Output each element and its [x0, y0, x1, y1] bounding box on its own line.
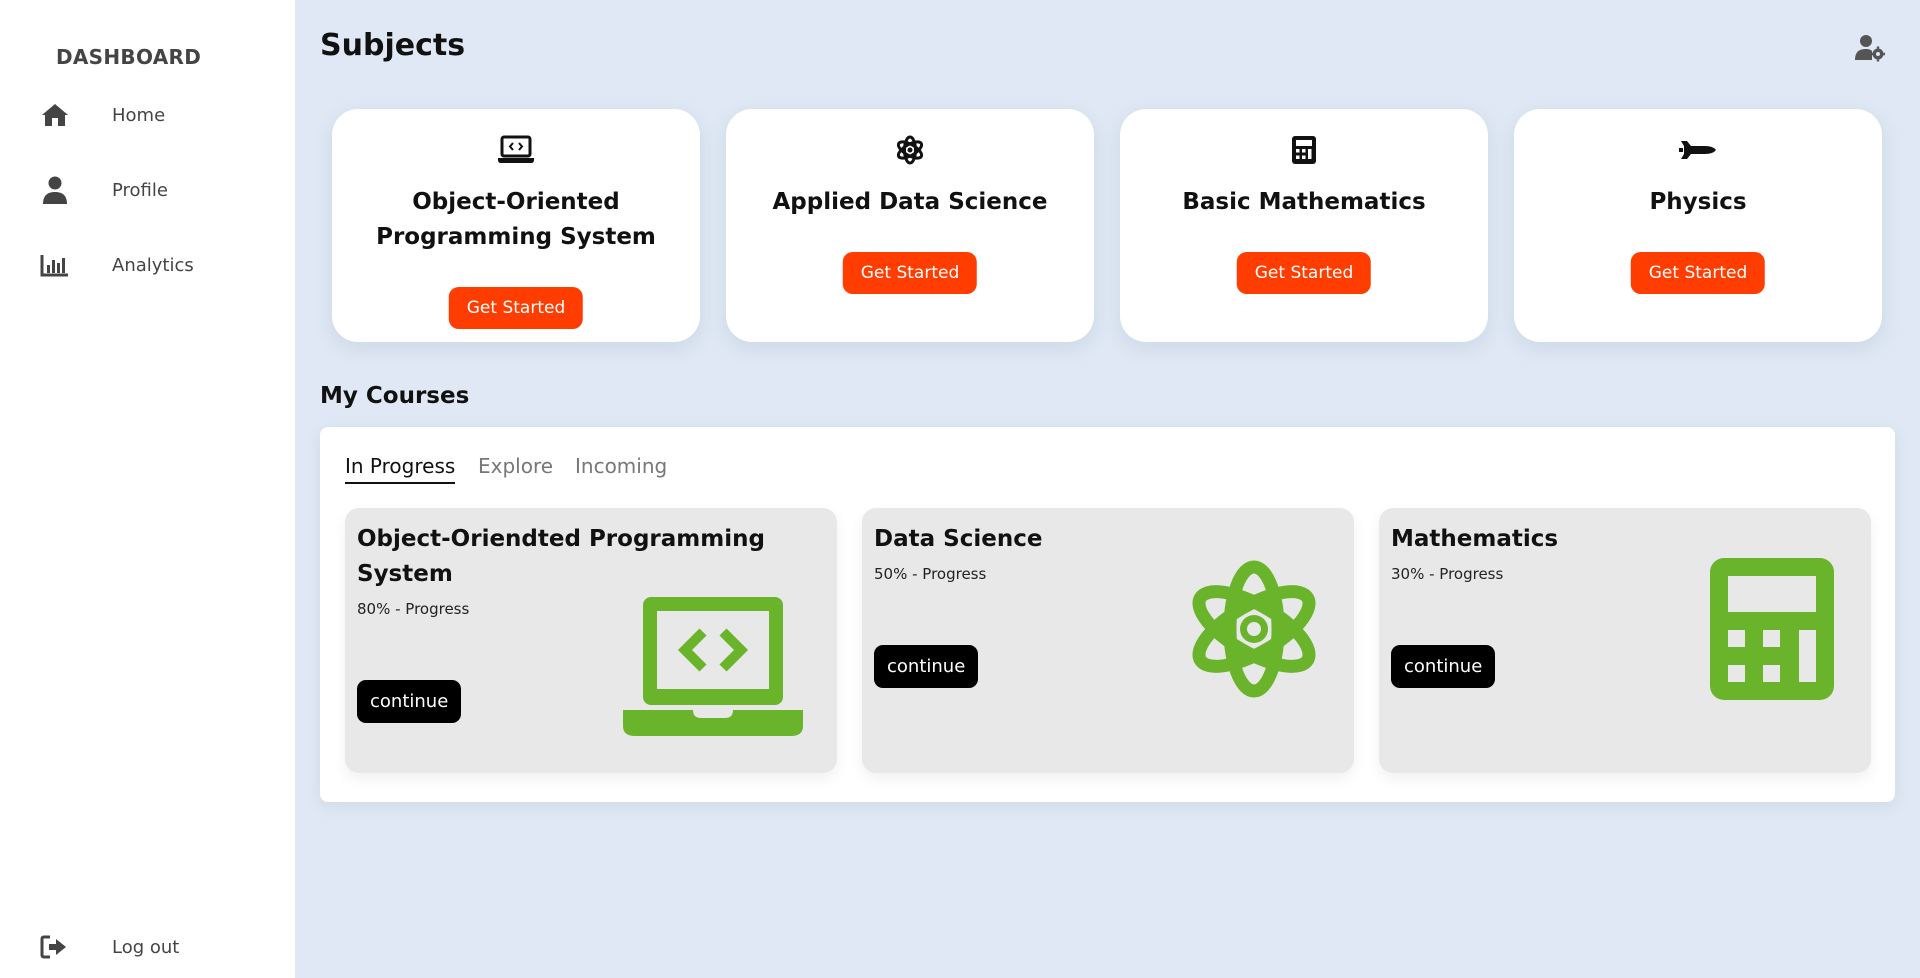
course-title: Object-Oriendted Programming System	[357, 526, 765, 587]
continue-button[interactable]: continue	[357, 680, 462, 723]
get-started-button[interactable]: Get Started	[842, 252, 978, 294]
laptop-code-icon	[332, 133, 700, 167]
bar-chart-icon	[40, 250, 76, 280]
subject-card-data-science: Applied Data Science Get Started	[726, 109, 1094, 342]
get-started-button[interactable]: Get Started	[448, 287, 584, 329]
user-gear-icon	[1855, 35, 1885, 66]
sidebar-item-label: Profile	[112, 179, 168, 201]
shuttle-icon	[1514, 133, 1882, 167]
subject-card-mathematics: Basic Mathematics Get Started	[1120, 109, 1488, 342]
user-settings-button[interactable]	[1855, 34, 1885, 62]
tab-incoming[interactable]: Incoming	[575, 454, 668, 478]
subject-card-physics: Physics Get Started	[1514, 109, 1882, 342]
course-progress: 80% - Progress	[357, 600, 470, 618]
subject-title: Basic Mathematics	[1182, 189, 1426, 215]
sign-out-icon	[40, 932, 76, 962]
get-started-button[interactable]: Get Started	[1236, 252, 1372, 294]
course-title: Mathematics	[1391, 526, 1559, 552]
subject-card-oops: Object-Oriented Programming System Get S…	[332, 109, 700, 342]
sidebar-item-label: Home	[112, 104, 166, 126]
page-title: Subjects	[320, 28, 466, 63]
logout-button[interactable]: Log out	[40, 929, 280, 965]
laptop-code-icon	[623, 594, 803, 738]
course-progress: 50% - Progress	[874, 565, 987, 583]
tab-in-progress[interactable]: In Progress	[345, 454, 456, 484]
course-card-data-science: Data Science 50% - Progress continue	[862, 508, 1354, 773]
calculator-icon	[1710, 558, 1834, 700]
subject-title: Object-Oriented Programming System	[376, 189, 656, 250]
sidebar-item-profile[interactable]: Profile	[40, 172, 280, 208]
sidebar-item-home[interactable]: Home	[40, 97, 280, 133]
atom-icon	[726, 133, 1094, 167]
sidebar-brand: DASHBOARD	[56, 45, 202, 69]
tab-explore[interactable]: Explore	[478, 454, 554, 478]
courses-panel: In Progress Explore Incoming Object-Orie…	[320, 427, 1895, 802]
home-icon	[40, 100, 76, 130]
sidebar-item-label: Analytics	[112, 254, 194, 276]
my-courses-title: My Courses	[320, 383, 470, 409]
sidebar: DASHBOARD Home Profile Analytics Log out	[0, 0, 295, 978]
calculator-icon	[1120, 133, 1488, 167]
course-progress: 30% - Progress	[1391, 565, 1504, 583]
course-card-oops: Object-Oriendted Programming System 80% …	[345, 508, 837, 773]
user-icon	[40, 175, 76, 205]
atom-icon	[1190, 558, 1318, 700]
course-title: Data Science	[874, 526, 1043, 552]
subject-title: Applied Data Science	[772, 189, 1048, 215]
get-started-button[interactable]: Get Started	[1630, 252, 1766, 294]
logout-label: Log out	[112, 936, 180, 958]
subject-title: Physics	[1649, 189, 1747, 215]
continue-button[interactable]: continue	[1391, 645, 1496, 688]
course-card-mathematics: Mathematics 30% - Progress continue	[1379, 508, 1871, 773]
continue-button[interactable]: continue	[874, 645, 979, 688]
sidebar-item-analytics[interactable]: Analytics	[40, 247, 280, 283]
